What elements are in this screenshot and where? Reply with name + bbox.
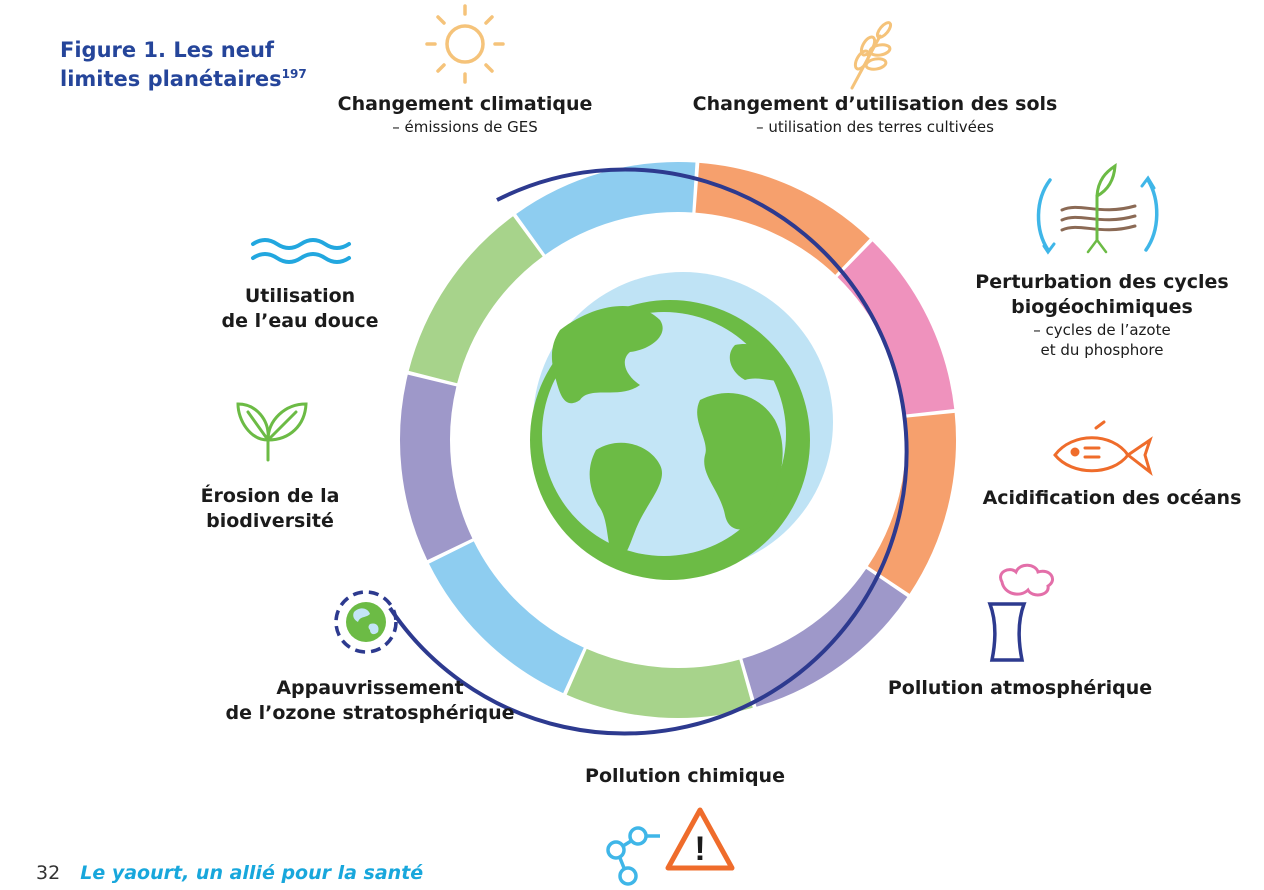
label-title-line1: Perturbation des cycles	[975, 271, 1229, 293]
label-title: Pollution atmosphérique	[887, 677, 1153, 699]
ring-segment	[400, 374, 473, 561]
label-land-use: Changement d’utilisation des sols – util…	[665, 92, 1085, 137]
label-subtitle-line1: – cycles de l’azote	[1033, 321, 1171, 339]
label-title-line2: de l’eau douce	[221, 310, 379, 332]
ring-segment	[408, 216, 543, 384]
label-climate-change: Changement climatique – émissions de GES	[310, 92, 620, 137]
wheat-icon	[850, 21, 893, 90]
chemical-warning-icon: !	[606, 807, 735, 886]
label-title: Changement climatique	[337, 93, 593, 115]
ring-segment	[742, 568, 908, 707]
figure-ref: 197	[281, 67, 307, 81]
nutrient-cycle-icon	[1036, 163, 1159, 255]
ring-segment	[428, 541, 584, 694]
label-title-line2: biodiversité	[206, 510, 334, 532]
sun-icon	[425, 4, 505, 84]
document-title: Le yaourt, un allié pour la santé	[80, 862, 424, 884]
fish-icon	[1053, 420, 1153, 477]
label-title: Changement d’utilisation des sols	[692, 93, 1058, 115]
label-subtitle: – utilisation des terres cultivées	[756, 118, 994, 136]
svg-text:!: !	[694, 830, 705, 868]
label-title-line1: Appauvrissement	[276, 677, 464, 699]
factory-cloud-icon	[987, 563, 1054, 662]
label-biodiversity: Érosion de la biodiversité	[180, 484, 360, 534]
label-ocean-acidification: Acidification des océans	[964, 486, 1260, 511]
label-chemical-pollution: Pollution chimique	[550, 764, 820, 789]
label-title: Pollution chimique	[585, 765, 785, 787]
earth-icon	[530, 272, 833, 580]
label-biogeochemical: Perturbation des cycles biogéochimiques …	[950, 270, 1254, 360]
ozone-globe-icon	[334, 590, 398, 654]
figure-title: Figure 1. Les neuf limites planétaires19…	[60, 36, 307, 94]
label-ozone-depletion: Appauvrissement de l’ozone stratosphériq…	[215, 676, 525, 726]
page-number: 32	[36, 862, 61, 884]
figure-title-line1: Figure 1. Les neuf	[60, 38, 275, 62]
label-title-line1: Érosion de la	[200, 485, 340, 507]
label-subtitle-line2: et du phosphore	[1040, 341, 1164, 359]
label-title-line2: de l’ozone stratosphérique	[225, 702, 515, 724]
label-air-pollution: Pollution atmosphérique	[868, 676, 1172, 701]
ring-segment	[837, 241, 955, 415]
label-title-line1: Utilisation	[244, 285, 356, 307]
ring-outline	[388, 167, 909, 736]
label-title: Acidification des océans	[982, 487, 1242, 509]
page-footer: 32 Le yaourt, un allié pour la santé	[36, 862, 423, 884]
label-subtitle: – émissions de GES	[392, 118, 538, 136]
ring-segment	[516, 162, 696, 255]
label-title-line2: biogéochimiques	[1011, 296, 1193, 318]
label-freshwater: Utilisation de l’eau douce	[200, 284, 400, 334]
water-waves-icon	[251, 238, 351, 264]
ring-segment	[566, 648, 753, 719]
figure-title-line2: limites planétaires	[60, 67, 282, 91]
leaves-icon	[236, 402, 308, 462]
